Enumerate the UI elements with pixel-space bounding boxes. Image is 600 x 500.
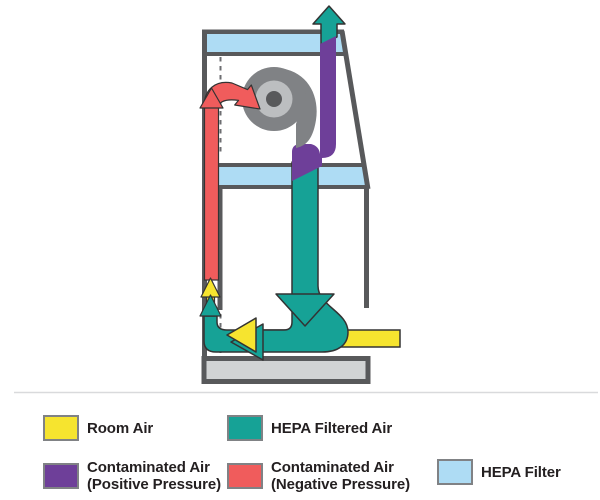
legend-label: Room Air [87,420,153,437]
legend-label-line: Contaminated Air [87,459,210,476]
legend-label-line: Room Air [87,419,154,437]
contaminated-positive-swatch-rect [43,463,79,489]
sash-slant-edge [339,30,371,190]
blower-hub [266,91,282,107]
legend-item-hepa-filtered-air: HEPA Filtered Air [227,415,392,441]
legend-label: Contaminated Air (Positive Pressure) [87,459,221,493]
contaminated-negative-swatch-rect [227,463,263,489]
contaminated-positive-swatch [43,463,79,489]
hepa-filtered-air-swatch-rect [227,415,263,441]
exhaust-air-up-arrow [312,5,346,46]
hepa-filter-swatch [437,459,473,485]
contaminated-negative-swatch [227,463,263,489]
legend-label: HEPA Filtered Air [271,420,392,437]
legend-label: Contaminated Air (Negative Pressure) [271,459,410,493]
cabinet-base-work-surface [201,356,371,384]
negative-pressure-column [203,99,220,281]
legend-label: HEPA Filter [481,464,561,481]
legend-label-line: (Negative Pressure) [271,476,410,493]
filtered-air-up-arrowhead [199,294,222,317]
hepa-filter-swatch-rect [437,459,473,485]
legend-item-hepa-filter: HEPA Filter [437,459,561,485]
room-air-swatch-rect [43,415,79,441]
negative-pressure-up-arrowhead [199,87,224,109]
legend-item-contaminated-air-positive: Contaminated Air (Positive Pressure) [43,459,221,493]
legend-label-line: HEPA Filter [481,463,561,481]
legend-label-line: Contaminated Air [271,459,394,476]
legend-item-room-air: Room Air [43,415,153,441]
legend-label-line: (Positive Pressure) [87,476,221,493]
legend-label-line: HEPA Filtered Air [271,419,393,437]
exhaust-hepa-filter-band [207,34,343,52]
downflow-arrowhead [275,293,335,327]
bsc-airflow-diagram [14,5,598,394]
legend-item-contaminated-air-negative: Contaminated Air (Negative Pressure) [227,459,410,493]
room-air-left-arrowhead [226,317,257,353]
room-air-swatch [43,415,79,441]
hepa-filtered-air-swatch [227,415,263,441]
filtered-air-downflow-duct [203,161,349,353]
